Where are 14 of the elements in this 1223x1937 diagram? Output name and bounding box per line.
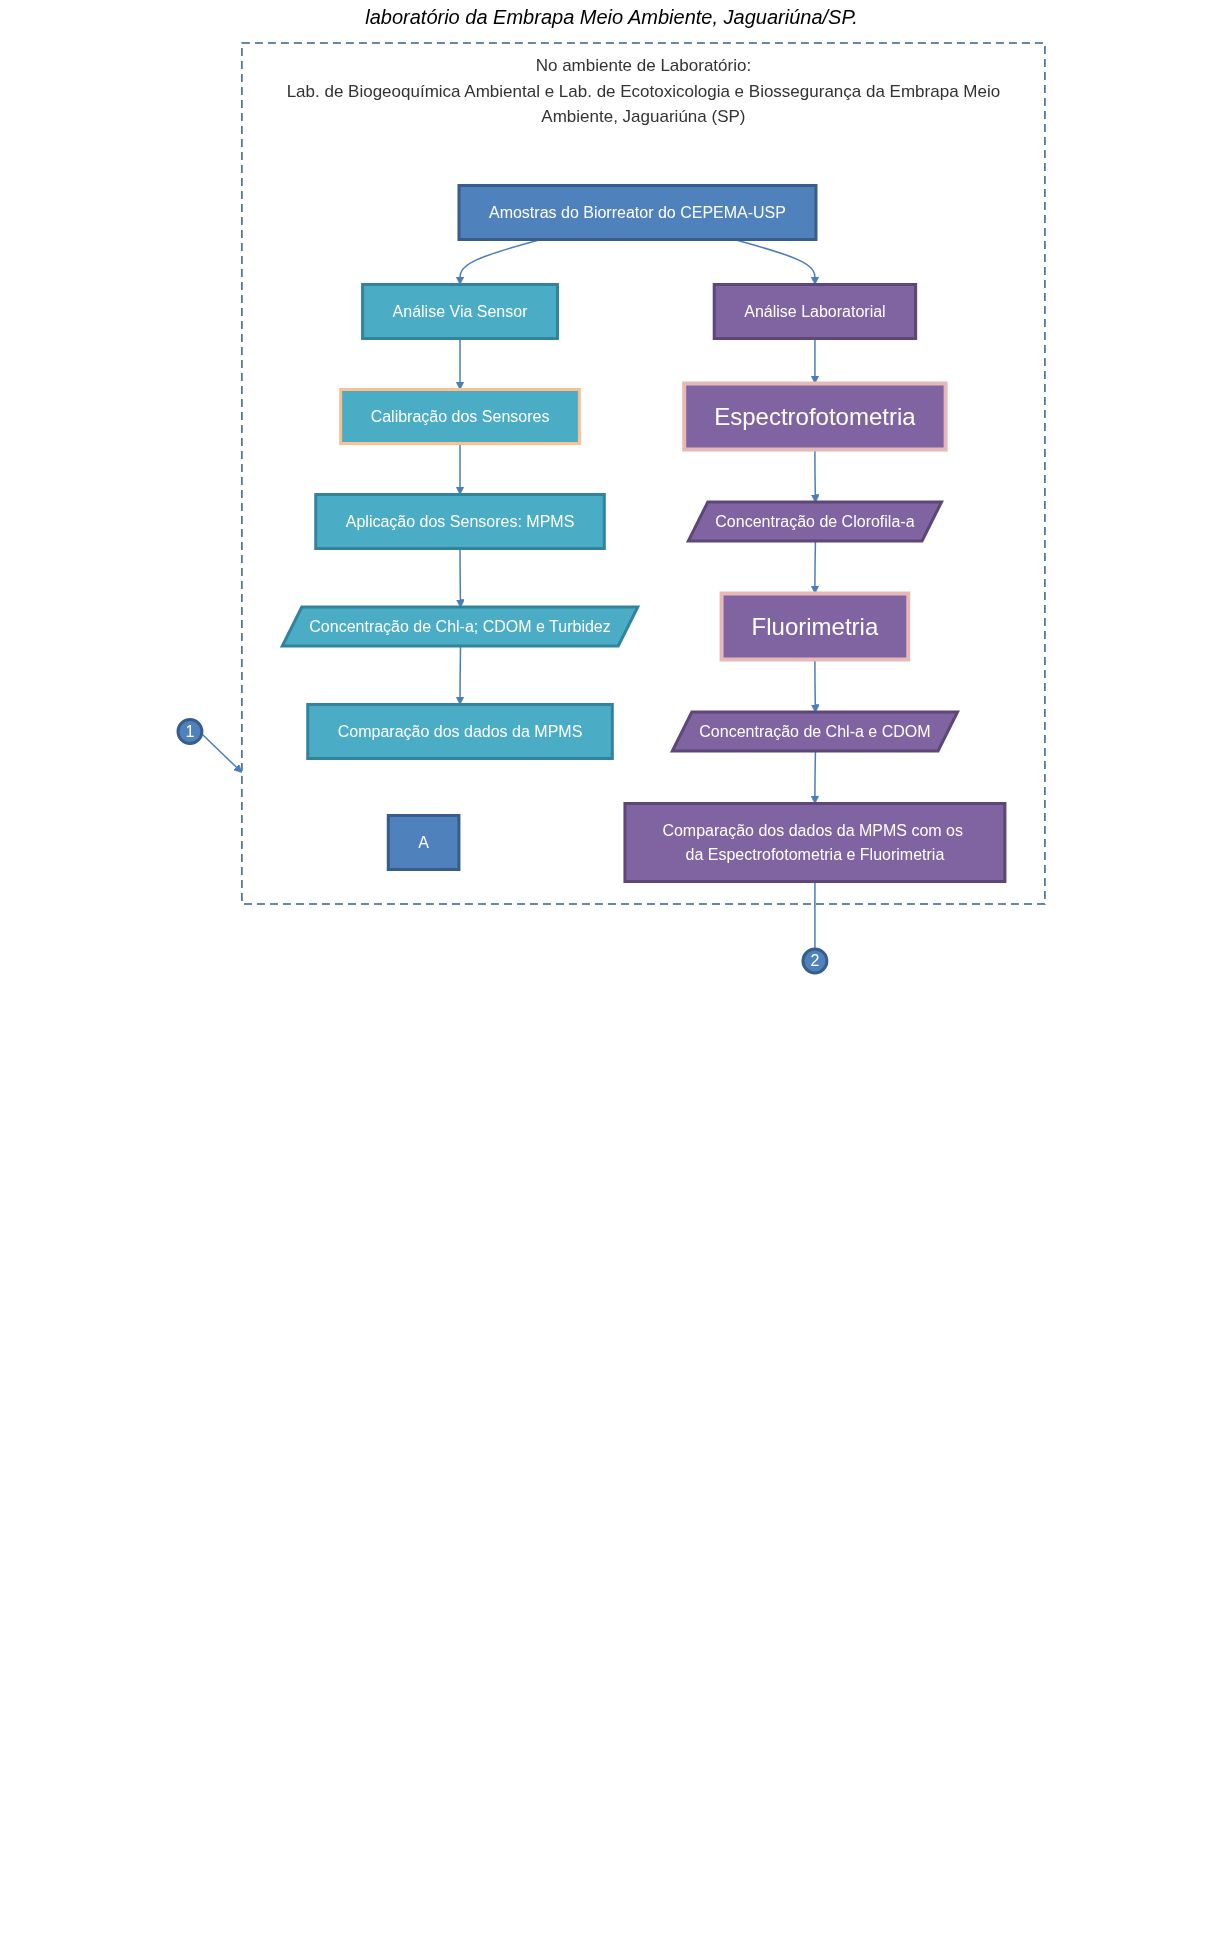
node-box: Calibração dos Sensores: [339, 388, 581, 445]
node-box: Espectrofotometria: [682, 381, 948, 452]
node-box: Fluorimetria: [719, 591, 911, 662]
note-text: laboratório da Embrapa Meio Ambiente, Jaguariúna/SP.: [364, 6, 859, 29]
node-box: Amostras do Biorreator do CEPEMA-USP: [457, 184, 818, 241]
node-circle: 2: [801, 947, 829, 975]
node-box: Comparação dos dados da MPMS: [306, 703, 614, 760]
node-circle: 1: [176, 718, 204, 745]
node-box: Comparação dos dados da MPMS com os da Espectrofotometria e Fluorimetria: [623, 802, 1007, 883]
node-box: Análise Via Sensor: [361, 283, 559, 340]
node-box: A: [386, 814, 461, 871]
node-box: Análise Laboratorial: [712, 283, 918, 340]
arrow: [201, 733, 243, 773]
node-box: Aplicação dos Sensores: MPMS: [314, 493, 606, 550]
